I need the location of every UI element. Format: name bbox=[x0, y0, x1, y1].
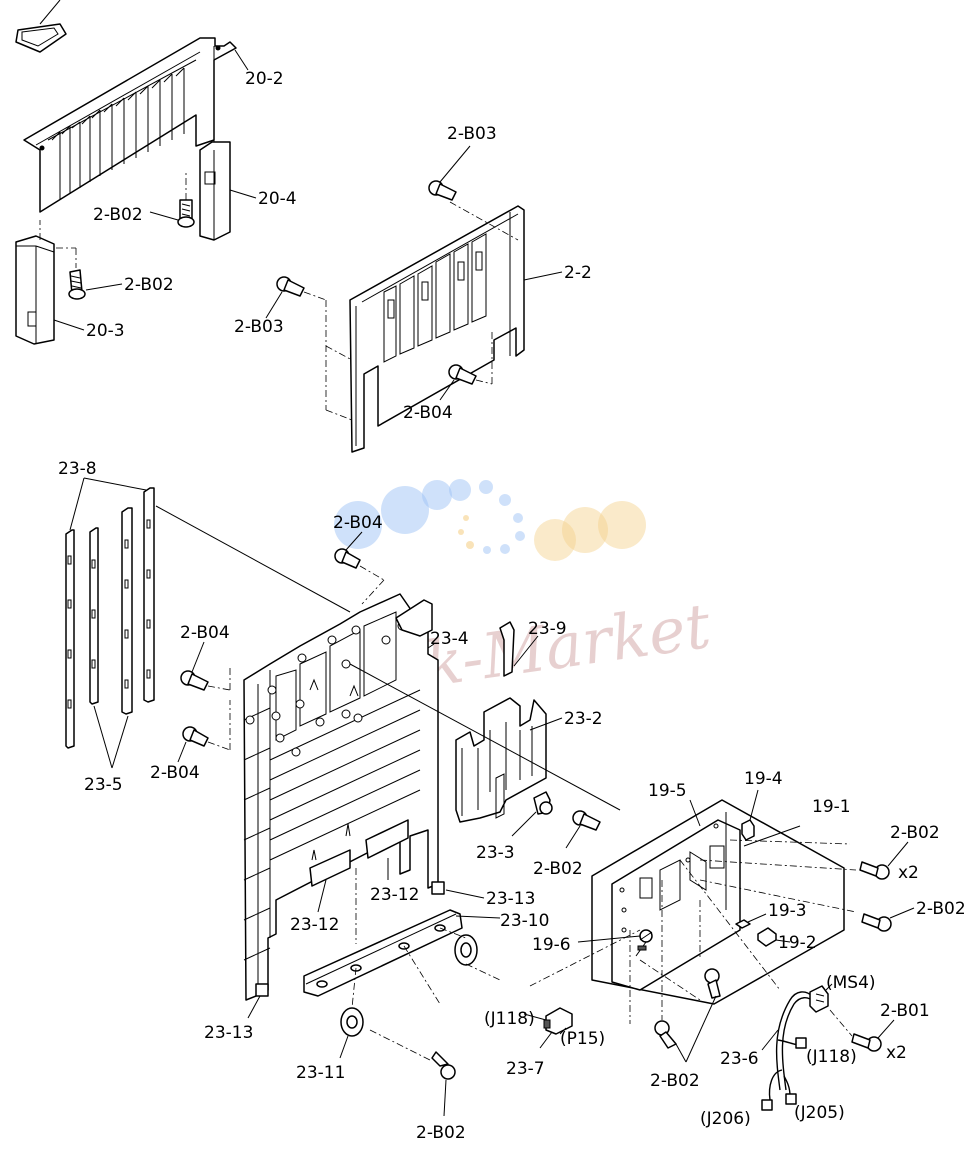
label-J118-a: (J118) bbox=[484, 1009, 535, 1029]
screw-2-B04-a bbox=[439, 330, 493, 401]
label-x2-b: x2 bbox=[886, 1043, 907, 1063]
part-19-3 bbox=[735, 913, 767, 929]
part-23-9 bbox=[499, 621, 539, 677]
part-23-3 bbox=[511, 791, 553, 837]
screw-2-B04-d bbox=[177, 700, 231, 763]
label-2-B02-e: 2-B02 bbox=[890, 823, 940, 843]
label-23-10: 23-10 bbox=[500, 911, 549, 931]
screw-2-B03-a bbox=[428, 145, 471, 201]
label-23-12-b: 23-12 bbox=[370, 885, 419, 905]
screw-2-B02-e bbox=[859, 841, 909, 880]
part-23-6-harness bbox=[761, 983, 833, 1111]
screw-2-B02-f bbox=[861, 907, 915, 932]
label-2-B04-a: 2-B04 bbox=[403, 403, 453, 423]
label-23-7: 23-7 bbox=[506, 1059, 545, 1079]
label-J205: (J205) bbox=[794, 1103, 845, 1123]
label-2-B02-b: 2-B02 bbox=[124, 275, 174, 295]
label-J206: (J206) bbox=[700, 1109, 751, 1129]
screw-2-B02-a bbox=[149, 172, 195, 228]
label-20-3: 20-3 bbox=[86, 321, 125, 341]
label-23-12-a: 23-12 bbox=[290, 915, 339, 935]
part-23-10 bbox=[303, 909, 501, 997]
label-x2-a: x2 bbox=[898, 863, 919, 883]
screw-2-B03-b bbox=[265, 276, 353, 421]
part-19-6 bbox=[577, 929, 653, 957]
label-23-13-a: 23-13 bbox=[486, 889, 535, 909]
part-20-4 bbox=[199, 141, 257, 241]
screw-2-B02-g bbox=[654, 968, 721, 1063]
part-23-11-washers bbox=[339, 927, 501, 1061]
part-19-4 bbox=[741, 789, 759, 841]
label-J118-b: (J118) bbox=[806, 1047, 857, 1067]
label-2-B04-b: 2-B04 bbox=[333, 513, 383, 533]
screw-2-B02-d bbox=[431, 1051, 456, 1117]
label-2-B02-g: 2-B02 bbox=[650, 1071, 700, 1091]
part-23-7 bbox=[523, 1007, 573, 1049]
label-23-9: 23-9 bbox=[528, 619, 567, 639]
label-2-2: 2-2 bbox=[564, 263, 592, 283]
label-MS4: (MS4) bbox=[826, 973, 876, 993]
label-2-B04-d: 2-B04 bbox=[150, 763, 200, 783]
label-2-B03-b: 2-B03 bbox=[234, 317, 284, 337]
label-P15: (P15) bbox=[560, 1029, 605, 1049]
label-20-4: 20-4 bbox=[258, 189, 297, 209]
label-2-B02-c: 2-B02 bbox=[533, 859, 583, 879]
label-23-5: 23-5 bbox=[84, 775, 123, 795]
part-20-3 bbox=[15, 220, 85, 345]
label-19-1: 19-1 bbox=[812, 797, 851, 817]
part-20-2 bbox=[23, 37, 249, 213]
label-19-4: 19-4 bbox=[744, 769, 783, 789]
screw-2-B02-c bbox=[565, 810, 601, 849]
label-23-11: 23-11 bbox=[296, 1063, 345, 1083]
label-23-8: 23-8 bbox=[58, 459, 97, 479]
screw-2-B02-b bbox=[68, 269, 123, 300]
label-2-B02-f: 2-B02 bbox=[916, 899, 966, 919]
part-19-2 bbox=[757, 927, 791, 947]
label-23-2: 23-2 bbox=[564, 709, 603, 729]
label-19-2: 19-2 bbox=[778, 933, 817, 953]
label-23-13-b: 23-13 bbox=[204, 1023, 253, 1043]
label-20-2: 20-2 bbox=[245, 69, 284, 89]
part-2-2 bbox=[349, 201, 563, 453]
cap-part bbox=[15, 0, 67, 53]
label-19-6: 19-6 bbox=[532, 935, 571, 955]
screw-2-B04-b bbox=[334, 531, 385, 605]
label-2-B01: 2-B01 bbox=[880, 1001, 930, 1021]
main-frame-assembly bbox=[243, 593, 445, 1019]
part-19-1-bracket bbox=[529, 799, 857, 1024]
screw-2-B04-c bbox=[180, 641, 231, 691]
label-19-3: 19-3 bbox=[768, 901, 807, 921]
screw-2-B01 bbox=[829, 1009, 895, 1052]
part-23-5-23-8-rails bbox=[65, 477, 351, 769]
label-19-5: 19-5 bbox=[648, 781, 687, 801]
label-23-4: 23-4 bbox=[430, 629, 469, 649]
part-23-2 bbox=[349, 663, 621, 823]
label-23-6: 23-6 bbox=[720, 1049, 759, 1069]
label-23-3: 23-3 bbox=[476, 843, 515, 863]
label-2-B02-a: 2-B02 bbox=[93, 205, 143, 225]
label-2-B03-a: 2-B03 bbox=[447, 124, 497, 144]
label-2-B04-c: 2-B04 bbox=[180, 623, 230, 643]
label-2-B02-d: 2-B02 bbox=[416, 1123, 466, 1143]
